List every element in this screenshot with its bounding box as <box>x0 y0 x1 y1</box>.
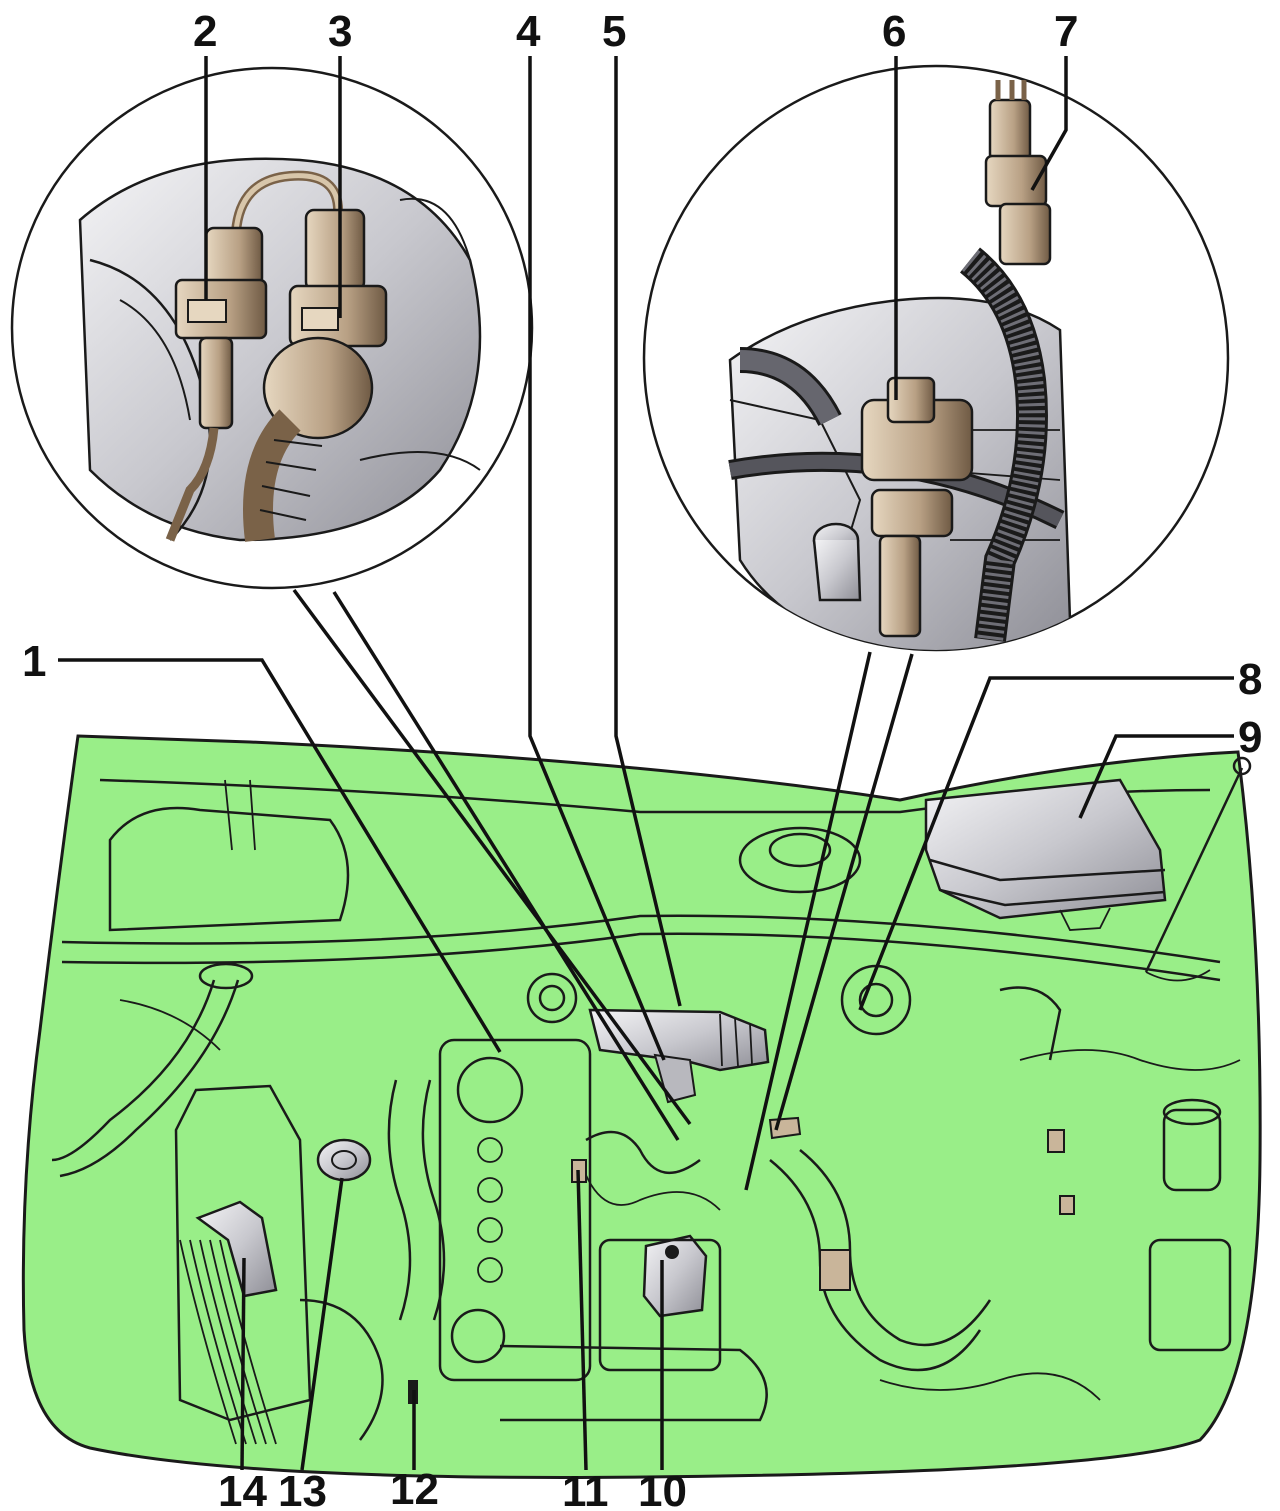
connector-7 <box>984 80 1052 266</box>
label-2: 2 <box>193 7 217 56</box>
connector-2 <box>165 226 268 542</box>
label-11: 11 <box>562 1467 609 1511</box>
detail-circle-right <box>642 64 1230 652</box>
cross-member <box>61 914 1221 964</box>
label-4: 4 <box>516 7 541 56</box>
label-6: 6 <box>882 7 906 56</box>
left-strut-tower <box>108 806 350 932</box>
label-13: 13 <box>278 1467 327 1511</box>
engine-bay <box>21 734 1262 1479</box>
callout-labels: 1 2 3 4 5 6 7 8 9 10 11 12 13 14 <box>22 7 1262 1511</box>
air-intake-hose <box>588 1008 770 1072</box>
label-14: 14 <box>218 1467 267 1511</box>
connector-3 <box>243 208 388 542</box>
label-12: 12 <box>390 1465 439 1511</box>
connector-6 <box>860 376 974 638</box>
label-1: 1 <box>22 637 46 686</box>
brake-reservoir <box>1148 1098 1232 1352</box>
sensor-13 <box>316 1138 372 1182</box>
sensor-14 <box>195 1200 278 1298</box>
wiring-harness <box>585 1130 701 1175</box>
label-9: 9 <box>1238 713 1262 762</box>
label-8: 8 <box>1238 655 1262 704</box>
label-5: 5 <box>602 7 626 56</box>
coolant-hose-right <box>769 1159 982 1372</box>
label-7: 7 <box>1054 7 1078 56</box>
fuse-box <box>924 778 1167 931</box>
coolant-hose-left <box>387 1079 412 1321</box>
detail-circle-left <box>10 66 534 590</box>
expansion-tank <box>738 826 862 894</box>
cylinder-head <box>438 972 592 1382</box>
sensor-10 <box>642 1234 708 1318</box>
leader-lines <box>58 56 1234 1471</box>
label-3: 3 <box>328 7 352 56</box>
battery <box>174 1084 312 1422</box>
bonnet-stay <box>1144 767 1244 973</box>
label-10: 10 <box>638 1467 687 1511</box>
